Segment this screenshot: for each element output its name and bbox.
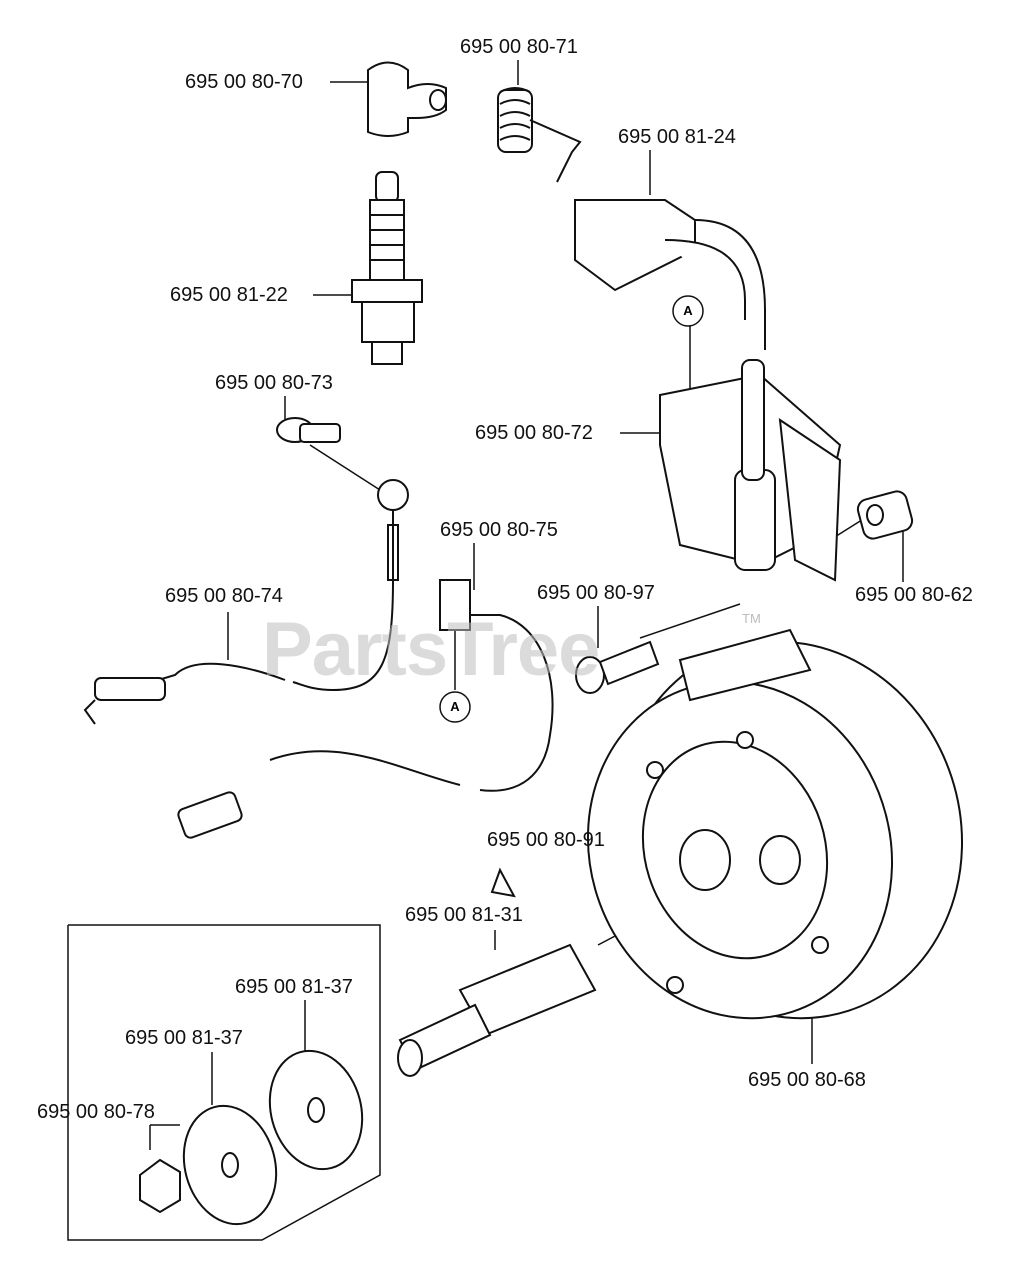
watermark-trademark: TM bbox=[742, 611, 761, 626]
label-screw-top: 695 00 80-73 bbox=[215, 372, 333, 394]
label-spring: 695 00 80-71 bbox=[460, 36, 578, 58]
label-spacer: 695 00 80-62 bbox=[855, 584, 973, 606]
callout-a-bottom: A bbox=[450, 699, 460, 714]
washer-large bbox=[268, 1049, 364, 1171]
label-switch: 695 00 81-24 bbox=[618, 126, 736, 148]
ground-wire bbox=[83, 479, 409, 725]
inset-box bbox=[67, 924, 381, 1241]
watermark-logo: PartsTree bbox=[262, 607, 600, 692]
label-connector: 695 00 80-75 bbox=[440, 519, 558, 541]
spacer bbox=[856, 490, 914, 540]
label-washer-small: 695 00 81-37 bbox=[125, 1027, 243, 1049]
label-flywheel: 695 00 80-68 bbox=[748, 1069, 866, 1091]
label-wire: 695 00 80-74 bbox=[165, 585, 283, 607]
nut bbox=[139, 1158, 181, 1214]
label-ignition-module: 695 00 80-72 bbox=[475, 422, 593, 444]
label-nut: 695 00 80-78 bbox=[37, 1101, 155, 1123]
stop-switch bbox=[574, 199, 766, 350]
label-washer-large: 695 00 81-37 bbox=[235, 976, 353, 998]
screw bbox=[575, 640, 660, 694]
spring bbox=[497, 87, 582, 183]
flywheel bbox=[586, 628, 964, 1020]
label-screw: 695 00 80-97 bbox=[537, 582, 655, 604]
connector-wire bbox=[177, 579, 554, 839]
label-spark-cap: 695 00 80-70 bbox=[185, 71, 303, 93]
label-shaft: 695 00 81-31 bbox=[405, 904, 523, 926]
spark-plug bbox=[351, 171, 423, 365]
ignition-module bbox=[659, 359, 842, 582]
washer-small bbox=[182, 1104, 278, 1226]
screw-top bbox=[276, 417, 341, 443]
woodruff-key bbox=[490, 867, 516, 898]
callout-a-top: A bbox=[683, 303, 693, 318]
label-key: 695 00 80-91 bbox=[487, 829, 605, 851]
spark-plug-cap bbox=[367, 61, 447, 137]
label-spark-plug: 695 00 81-22 bbox=[170, 284, 288, 306]
shaft bbox=[397, 943, 597, 1077]
